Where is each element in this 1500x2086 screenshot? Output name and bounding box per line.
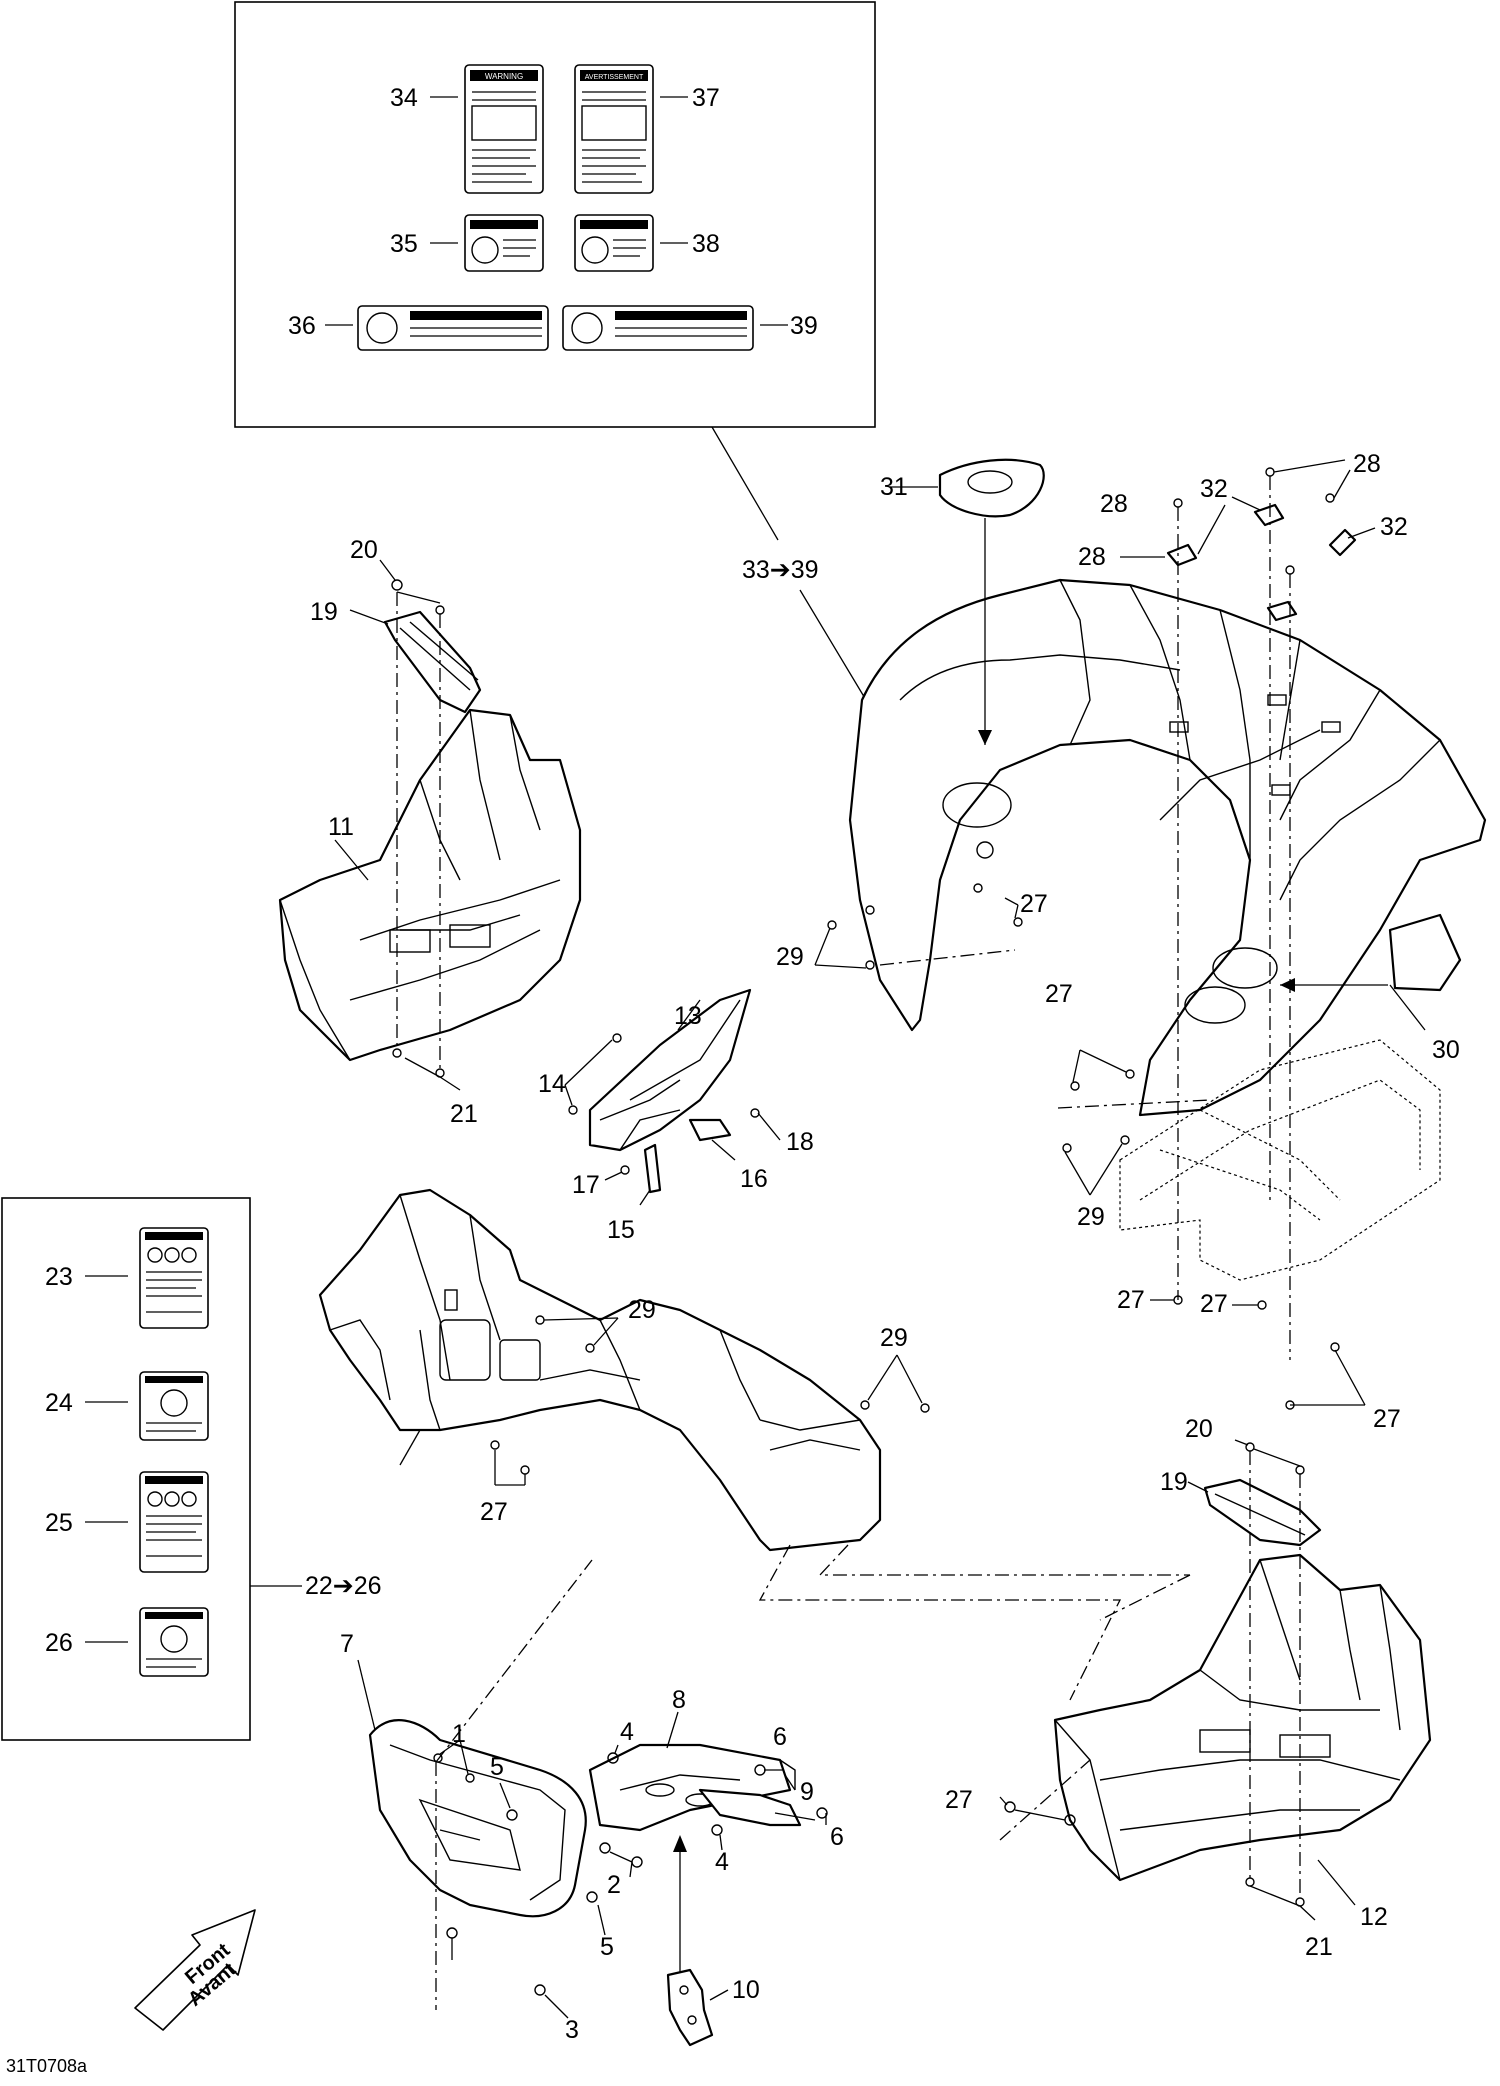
callout-33-39: 33➔39 xyxy=(742,556,819,584)
screws-29-rear xyxy=(814,883,1211,1196)
part-30-cover xyxy=(1280,913,1462,1031)
callout-35: 35 xyxy=(390,230,418,258)
labels-frame-top: WARNING AVERTISSEMENT xyxy=(234,1,876,428)
label-37-header: AVERTISSEMENT xyxy=(585,74,644,81)
footpeg-19-top xyxy=(349,559,482,1091)
callout-34: 34 xyxy=(390,84,418,112)
avertissement-label-39 xyxy=(562,305,754,351)
mudguard-13 xyxy=(564,988,781,1206)
left-footrest-11 xyxy=(278,708,582,1062)
avertissement-label-37: AVERTISSEMENT xyxy=(574,64,654,194)
drawing-code: 31T0708a xyxy=(6,2056,88,2076)
callout-31: 31 xyxy=(880,473,908,501)
callout-11: 11 xyxy=(328,813,354,841)
callout-10: 10 xyxy=(732,1976,760,2004)
callout-27-e: 27 xyxy=(1373,1405,1401,1433)
callout-27-f: 27 xyxy=(480,1498,508,1526)
callout-28-b: 28 xyxy=(1100,490,1128,518)
callout-4-bottom: 4 xyxy=(715,1848,729,1876)
callout-7: 7 xyxy=(340,1630,354,1658)
callout-27-c: 27 xyxy=(1200,1290,1228,1318)
callout-28-c: 28 xyxy=(1078,543,1106,571)
screws-27-front xyxy=(490,1440,530,1486)
callout-5-top: 5 xyxy=(490,1753,504,1781)
right-footrest-12 xyxy=(1053,1553,1432,1906)
callout-27-b: 27 xyxy=(1045,980,1073,1008)
callout-38: 38 xyxy=(692,230,720,258)
front-bumper-7 xyxy=(357,1559,606,2019)
callout-6-bottom: 6 xyxy=(830,1823,844,1851)
callout-18: 18 xyxy=(786,1128,814,1156)
front-direction-arrow: Front Avant xyxy=(134,1909,256,2031)
fender-to-footrest-dashes xyxy=(758,1544,1191,1701)
footpeg-19-bottom xyxy=(1187,1439,1322,1921)
callout-9: 9 xyxy=(800,1778,814,1806)
callout-29-c: 29 xyxy=(628,1296,656,1324)
callout-8: 8 xyxy=(672,1686,686,1714)
callout-27-d: 27 xyxy=(1117,1286,1145,1314)
bracket-10 xyxy=(666,1968,729,2047)
callout-29-d: 29 xyxy=(880,1324,908,1352)
callout-13: 13 xyxy=(674,1002,702,1030)
labels-frame-left xyxy=(1,1197,302,1741)
callout-3: 3 xyxy=(565,2016,579,2044)
callout-32-a: 32 xyxy=(1200,475,1228,503)
callout-20-bottom: 20 xyxy=(1185,1415,1213,1443)
label-26 xyxy=(139,1607,209,1677)
callouts: 1 2 3 4 4 5 5 6 6 7 8 9 10 11 12 13 14 1… xyxy=(6,84,1460,2076)
callout-21-top: 21 xyxy=(450,1100,478,1128)
callout-27-g: 27 xyxy=(945,1786,973,1814)
callout-26: 26 xyxy=(45,1629,73,1657)
callout-5-bottom: 5 xyxy=(600,1933,614,1961)
callout-36: 36 xyxy=(288,312,316,340)
label-24 xyxy=(139,1371,209,1441)
callout-12: 12 xyxy=(1360,1903,1388,1931)
callout-4-top: 4 xyxy=(620,1718,634,1746)
callout-24: 24 xyxy=(45,1389,73,1417)
warning-label-36 xyxy=(357,305,549,351)
callout-19-top: 19 xyxy=(310,598,338,626)
screws-28 xyxy=(1120,459,1351,1360)
parts-32-clips xyxy=(1166,496,1376,622)
callout-16: 16 xyxy=(740,1165,768,1193)
warning-label-34: WARNING xyxy=(464,64,544,194)
avertissement-label-38 xyxy=(574,214,654,272)
rear-rack-frame xyxy=(1119,1039,1441,1281)
callout-21-bottom: 21 xyxy=(1305,1933,1333,1961)
callout-37: 37 xyxy=(692,84,720,112)
callout-28-a: 28 xyxy=(1353,450,1381,478)
callout-22-26: 22➔26 xyxy=(305,1572,382,1600)
label-25 xyxy=(139,1471,209,1573)
screws-27-footrest xyxy=(999,1759,1091,1841)
callout-29-b: 29 xyxy=(1077,1203,1105,1231)
callout-15: 15 xyxy=(607,1216,635,1244)
front-fender xyxy=(318,1188,882,1552)
screws-29-front xyxy=(535,1315,930,1413)
callout-6-top: 6 xyxy=(773,1723,787,1751)
label-34-header: WARNING xyxy=(485,72,523,81)
callout-14: 14 xyxy=(538,1070,566,1098)
part-31-cap xyxy=(890,458,1045,745)
callout-1: 1 xyxy=(452,1720,466,1748)
callout-27-a: 27 xyxy=(1020,890,1048,918)
callout-25: 25 xyxy=(45,1509,73,1537)
callout-32-b: 32 xyxy=(1380,513,1408,541)
bracket-8-9 xyxy=(588,1711,828,1975)
screws-27-rear xyxy=(1150,1295,1366,1410)
callout-23: 23 xyxy=(45,1263,73,1291)
callout-17: 17 xyxy=(572,1171,600,1199)
callout-20-top: 20 xyxy=(350,536,378,564)
callout-2: 2 xyxy=(607,1871,621,1899)
warning-label-35 xyxy=(464,214,544,272)
callout-29-a: 29 xyxy=(776,943,804,971)
callout-39: 39 xyxy=(790,312,818,340)
callout-19-bottom: 19 xyxy=(1160,1468,1188,1496)
label-23 xyxy=(139,1227,209,1329)
callout-30: 30 xyxy=(1432,1036,1460,1064)
rear-fender xyxy=(848,578,1487,1117)
